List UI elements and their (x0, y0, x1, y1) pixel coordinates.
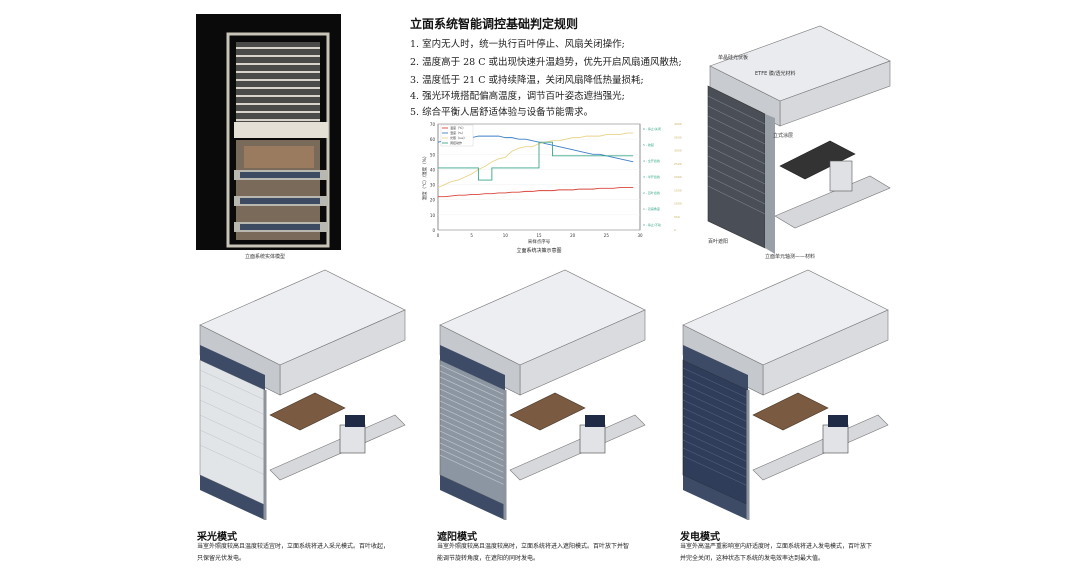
mode-desc-shading-2: 能调节旋转角度，在遮阳的同时发电。 (437, 555, 540, 562)
action-tick-label: 4 - 全开遮挡 (643, 158, 660, 163)
mode-title-shading: 遮阳模式 (437, 532, 477, 543)
lux-tick-label: 2000 (674, 175, 682, 179)
x-tick-label: 20 (570, 233, 576, 238)
mode-desc-power-2: 并完全关闭，这种状态下系统的发电效率达到最大值。 (680, 555, 825, 562)
action-tick-label: 0 - 停止/不动 (643, 222, 661, 227)
decision-chart: 0 10 20 30 40 50 60 70 0 5 10 15 20 25 30 0 - 停止/不动 1 - … (420, 118, 688, 263)
material-label-4: 百叶遮阳 (708, 239, 729, 245)
y-tick-label: 20 (430, 198, 436, 203)
rule-item-5: 5. 综合平衡人居舒适体验与设备节能需求。 (410, 107, 594, 118)
lux-tick-label: 500 (674, 215, 680, 219)
rule-item-3: 3. 温度低于 21 C 或持续降温，关闭风扇降低热量损耗; (410, 75, 644, 86)
legend-box (440, 124, 474, 147)
lux-tick-label: 4000 (674, 122, 682, 126)
legend-label: 调控动作 (450, 140, 462, 145)
x-tick-label: 25 (604, 233, 610, 238)
rules-title: 立面系统智能调控基础判定规则 (410, 17, 579, 31)
x-tick-label: 30 (637, 233, 643, 238)
lux-tick-label: 0 (674, 228, 676, 232)
lux-tick-label: 2500 (674, 162, 682, 166)
action-tick-label: 2 - 百叶遮挡 (643, 190, 660, 195)
photo-caption: 立面系统实体模型 (245, 254, 286, 260)
mode-desc-shading-1: 当室外照度较高且温度较高时，立面系统将进入遮阳模式。百叶放下并智 (437, 543, 630, 550)
rule-item-1: 1. 室内无人时，统一执行百叶停止、风扇关闭操作; (410, 39, 625, 50)
lux-tick-label: 1000 (674, 202, 682, 206)
x-tick-label: 5 (470, 233, 473, 238)
series-line (438, 187, 634, 198)
material-label-1: 单晶硅光伏板 (718, 55, 749, 61)
action-tick-label: 5 - 收起 (643, 142, 654, 147)
facade-model-photo (196, 14, 341, 250)
y-tick-label: 0 (432, 228, 435, 233)
rule-item-4: 4. 强光环境搭配偏高温度，调节百叶姿态遮挡强光; (410, 91, 625, 102)
x-tick-label: 15 (536, 233, 542, 238)
lux-tick-label: 3000 (674, 149, 682, 153)
y-tick-label: 30 (430, 183, 436, 188)
series-line (438, 141, 634, 181)
action-tick-label: 6 - 停止/关闭 (643, 126, 661, 131)
action-tick-label: 1 - 双扇角度 (643, 206, 660, 211)
mode-desc-daylight-1: 当室外照度较高且温度较适宜时，立面系统将进入采光模式。百叶收起， (197, 543, 390, 550)
y-tick-label: 60 (430, 137, 436, 142)
rule-item-2: 2. 温度高于 28 C 或出现快速升温趋势，优先开启风扇通风散热; (410, 57, 682, 68)
legend-label: 光照（lux） (450, 135, 467, 140)
chart-title: 立面系统决策示意图 (516, 247, 561, 254)
y-axis-label: 温度（℃）/湿度（%） (421, 154, 428, 201)
action-tick-label: 3 - 半开遮挡 (643, 174, 660, 179)
x-tick-label: 10 (503, 233, 509, 238)
lux-tick-label: 3500 (674, 135, 682, 139)
power-mode-axonometric (678, 265, 893, 525)
shading-mode-axonometric (435, 265, 650, 525)
materials-axonometric (700, 16, 900, 256)
y-tick-label: 40 (430, 167, 436, 172)
series-line (437, 132, 634, 189)
material-label-2: ETFE 膜/透光材料 (755, 71, 796, 77)
legend-label: 温度（℃） (450, 125, 465, 130)
mode-title-power: 发电模式 (680, 532, 720, 543)
y-tick-label: 10 (430, 213, 436, 218)
material-label-3: 立式涂层 (773, 133, 794, 139)
mode-desc-power-1: 当室外高温严重影响室内舒适度时，立面系统将进入发电模式，百叶放下 (680, 543, 873, 550)
y-tick-label: 50 (430, 152, 436, 157)
x-axis-label: 采样点序号 (528, 238, 551, 245)
mode-title-daylight: 采光模式 (197, 532, 237, 543)
y-tick-label: 70 (430, 122, 436, 127)
lux-tick-label: 1500 (674, 188, 682, 192)
daylight-mode-axonometric (195, 265, 410, 525)
mode-desc-daylight-2: 只保留光伏发电。 (197, 555, 246, 562)
legend-label: 湿度（%） (450, 130, 465, 135)
x-tick-label: 0 (437, 233, 440, 238)
section-top-caption: 立面单元轴测——材料 (765, 254, 816, 260)
